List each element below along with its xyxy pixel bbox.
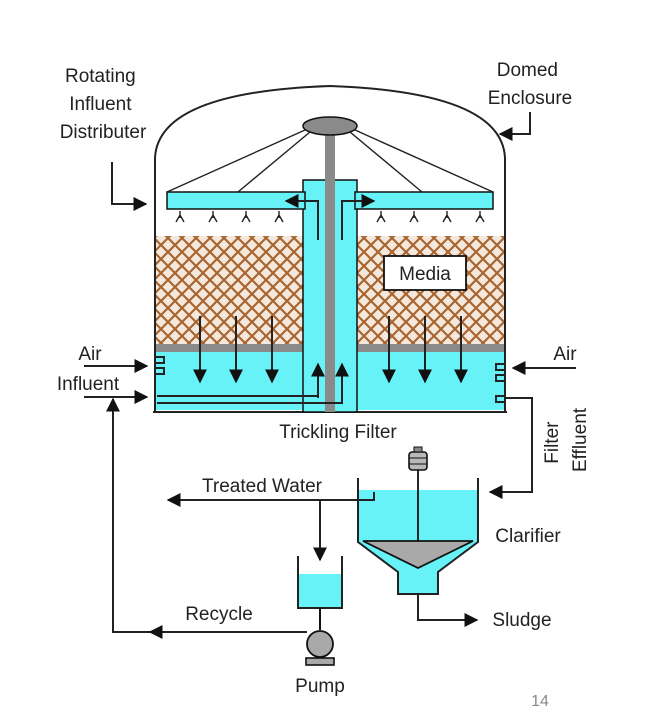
media-label-box <box>383 255 467 291</box>
page-number: 14 <box>531 693 549 710</box>
filter-effluent-pipe <box>488 397 533 499</box>
riser-flow-arrow-left <box>284 194 319 240</box>
clarifier-motor <box>408 446 428 471</box>
air-vent-right <box>495 363 505 403</box>
influent-pipe <box>157 395 343 404</box>
distributor-arm-right <box>354 191 494 210</box>
domed-enclosure-leader <box>498 112 531 141</box>
air-right-label: Air <box>553 344 577 365</box>
air-left-label: Air <box>78 344 102 365</box>
domed-enclosure-outline <box>154 84 506 196</box>
pump-wet-well <box>297 556 343 609</box>
support-cables <box>166 129 494 193</box>
spray-nozzles <box>175 211 485 223</box>
central-shaft <box>325 128 335 412</box>
clarifier-weir <box>358 492 375 501</box>
recycle-pipe <box>112 405 307 633</box>
rotating-distributer-label: Rotating Influent Distributer <box>60 66 147 143</box>
media-label: Media <box>399 264 451 285</box>
domed-enclosure-label: Domed Enclosure <box>488 60 573 109</box>
treated-water-label: Treated Water <box>202 476 323 497</box>
clarifier-tank <box>357 446 479 595</box>
sludge-label: Sludge <box>492 610 551 631</box>
rotating-distributer-leader <box>111 162 148 211</box>
riser-flow-arrow-right <box>341 194 376 240</box>
pump-label: Pump <box>295 676 345 697</box>
trickling-filter-label: Trickling Filter <box>279 422 397 443</box>
air-vent-left <box>155 356 165 375</box>
media-flow-arrows <box>193 316 468 384</box>
filter-effluent-label: Filter Effluent <box>542 407 591 472</box>
clarifier-label: Clarifier <box>495 526 561 547</box>
influent-label: Influent <box>57 374 120 395</box>
pump <box>305 630 335 666</box>
recycle-label: Recycle <box>185 604 253 625</box>
sludge-pipe <box>417 594 479 627</box>
distributor-hub <box>302 116 358 136</box>
distributor-arm-left <box>166 191 306 210</box>
trickling-filter-vessel: Media <box>153 84 507 413</box>
